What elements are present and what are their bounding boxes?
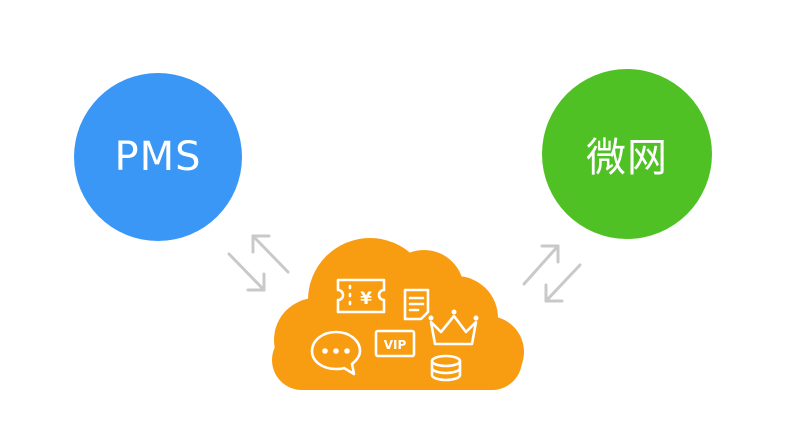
weiwang-label: 微网 xyxy=(586,135,668,181)
crown-icon xyxy=(428,309,479,346)
vip-badge-icon: VIP xyxy=(374,329,416,358)
arrow-down-left xyxy=(544,263,582,303)
chat-bubble-icon xyxy=(310,330,362,376)
right-sync-arrows xyxy=(522,244,582,303)
vip-label: VIP xyxy=(384,338,407,352)
arrow-down-right xyxy=(227,252,266,292)
ticket-yen-icon: ¥ xyxy=(336,278,386,314)
pms-node: PMS xyxy=(74,73,242,241)
pms-label: PMS xyxy=(114,134,202,180)
weiwang-node: 微网 xyxy=(542,69,712,239)
cloud xyxy=(272,238,524,390)
left-sync-arrows xyxy=(227,234,290,292)
arrow-up-left xyxy=(251,234,290,274)
document-icon xyxy=(403,288,430,321)
arrow-up-right xyxy=(522,244,560,286)
cloud-icons: ¥ VIP xyxy=(310,278,479,382)
coins-icon xyxy=(430,354,462,382)
yen-symbol: ¥ xyxy=(360,289,372,309)
